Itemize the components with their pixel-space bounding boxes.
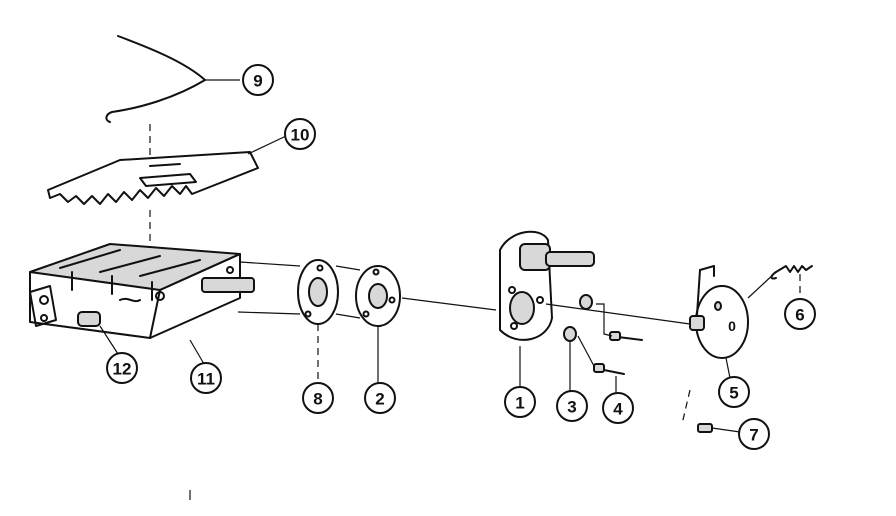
callout-6-label: 6 (795, 306, 804, 325)
callout-3: 3 (556, 390, 588, 422)
callout-leaders (99, 79, 801, 433)
callout-6: 6 (784, 298, 816, 330)
part-11-chassis-box (29, 243, 255, 339)
callout-1-label: 1 (515, 394, 524, 413)
callout-4: 4 (602, 392, 634, 424)
callout-5: 5 (718, 376, 750, 408)
callout-2-label: 2 (375, 390, 384, 409)
callout-8: 8 (302, 382, 334, 414)
callout-10: 10 (284, 118, 316, 150)
part-2-flange-plate (355, 265, 401, 327)
part-9-wire-spring (105, 35, 206, 123)
part-5-cam-disc: 0 (689, 265, 749, 359)
callout-7: 7 (738, 418, 770, 450)
callout-3-label: 3 (567, 398, 576, 417)
part-4-screw (593, 331, 643, 375)
callout-1: 1 (504, 386, 536, 418)
callout-9: 9 (242, 64, 274, 96)
callout-12: 12 (106, 352, 138, 384)
part-6-spring (770, 265, 813, 280)
callout-10-label: 10 (291, 126, 310, 145)
part-3-nut (563, 294, 593, 342)
callout-9-label: 9 (253, 72, 262, 91)
callout-5-label: 5 (729, 384, 738, 403)
part-10-comb-plate (47, 151, 259, 205)
callout-2: 2 (364, 382, 396, 414)
callout-12-label: 12 (113, 360, 132, 379)
part-12-side-bracket (29, 285, 101, 327)
callout-11-label: 11 (197, 370, 215, 389)
assembly-lines (149, 124, 777, 425)
part-7-pin (697, 423, 713, 433)
callout-11: 11 (190, 362, 222, 394)
part-1-gear-housing (499, 230, 595, 341)
callout-7-label: 7 (749, 426, 758, 445)
part-8-gasket (297, 259, 339, 325)
callout-4-label: 4 (613, 400, 623, 419)
callout-8-label: 8 (313, 390, 322, 409)
part-5-face-mark: 0 (728, 318, 736, 334)
